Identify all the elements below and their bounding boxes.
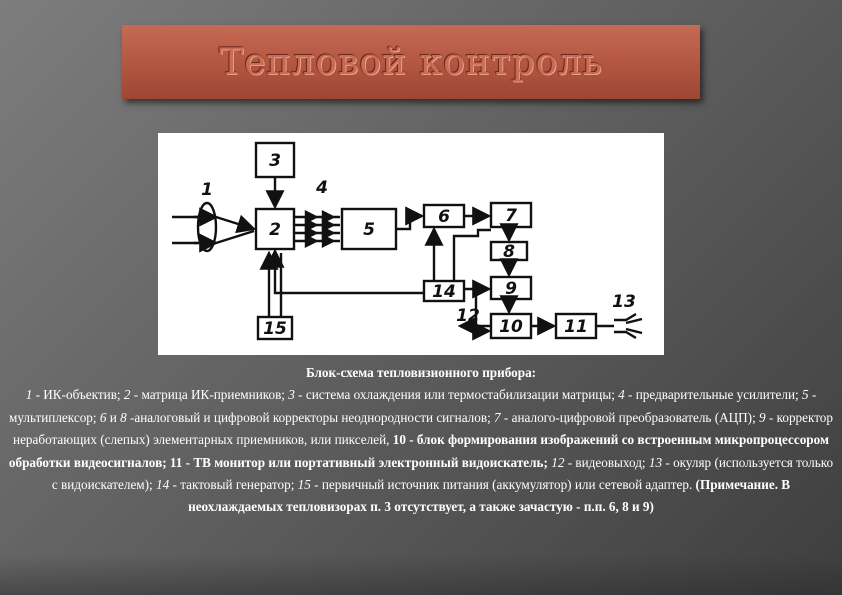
caption-text: - окуляр (используется только с видоиска… xyxy=(51,454,834,493)
block-label-6: 6 xyxy=(438,207,450,227)
caption-text: - корректор неработающих (слепых) элемен… xyxy=(13,409,833,448)
caption-num: 7 xyxy=(494,409,501,425)
caption-text: - видеовыход; xyxy=(564,454,649,470)
block-label-9: 9 xyxy=(505,279,517,299)
caption-text: -аналоговый и цифровой корректоры неодно… xyxy=(126,409,495,425)
block-label-11: 11 xyxy=(564,317,588,337)
label-13: 13 xyxy=(612,292,636,312)
label-1: 1 xyxy=(201,180,213,200)
block-label-8: 8 xyxy=(503,242,515,262)
block-label-5: 5 xyxy=(363,220,375,240)
block-diagram-svg: 3 2 5 6 7 8 9 14 10 11 15 1 4 12 13 xyxy=(172,141,643,341)
page-title: Тепловой контроль xyxy=(219,41,603,83)
block-label-3: 3 xyxy=(269,151,281,171)
caption-text: 10 - блок формирования изображений со вс… xyxy=(8,432,829,470)
caption-text: - тактовый генератор; xyxy=(169,477,298,493)
caption-text: и xyxy=(106,409,121,425)
block-label-7: 7 xyxy=(505,206,517,226)
caption-text: - мультиплексор; xyxy=(9,387,817,425)
caption-num: 15 xyxy=(297,477,311,493)
caption-num: 4 xyxy=(618,387,625,403)
caption-text: - первичный источник питания (аккумулято… xyxy=(310,477,696,493)
caption-num: 3 xyxy=(288,387,295,403)
caption-num: 6 xyxy=(99,409,107,425)
block-label-14: 14 xyxy=(432,282,456,302)
label-12: 12 xyxy=(456,306,480,326)
caption-num: 8 xyxy=(120,409,127,425)
figure-caption: Блок-схема тепловизионного прибора: 1 - … xyxy=(6,362,836,519)
caption-heading: Блок-схема тепловизионного прибора: xyxy=(305,365,537,380)
label-4: 4 xyxy=(315,178,328,198)
block-label-15: 15 xyxy=(263,319,287,339)
caption-num: 9 xyxy=(759,409,766,425)
block-15 xyxy=(256,315,294,341)
caption-text: - матрица ИК-приемников; xyxy=(130,387,289,403)
caption-num: 13 xyxy=(648,454,663,470)
decorative-footer xyxy=(0,555,842,595)
block-diagram: 3 2 5 6 7 8 9 14 10 11 15 1 4 12 13 xyxy=(158,133,664,355)
block-label-10: 10 xyxy=(499,317,523,337)
caption-num: 1 xyxy=(25,387,33,403)
caption-note: (Примечание. В неохлаждаемых тепловизора… xyxy=(188,477,791,515)
block-14 xyxy=(422,279,466,303)
caption-text: - аналого-цифровой преобразователь (АЦП)… xyxy=(500,409,760,425)
block-label-2: 2 xyxy=(269,220,281,240)
caption-text: - предварительные усилители; xyxy=(624,387,802,403)
title-banner: Тепловой контроль xyxy=(122,25,700,99)
caption-num: 2 xyxy=(123,387,131,403)
caption-text: - система охлаждения или термостабилизац… xyxy=(294,387,619,403)
caption-num: 12 xyxy=(551,454,565,470)
caption-num: 5 xyxy=(801,387,809,403)
caption-num: 14 xyxy=(156,477,170,493)
caption-text: - ИК-объектив; xyxy=(32,387,124,403)
